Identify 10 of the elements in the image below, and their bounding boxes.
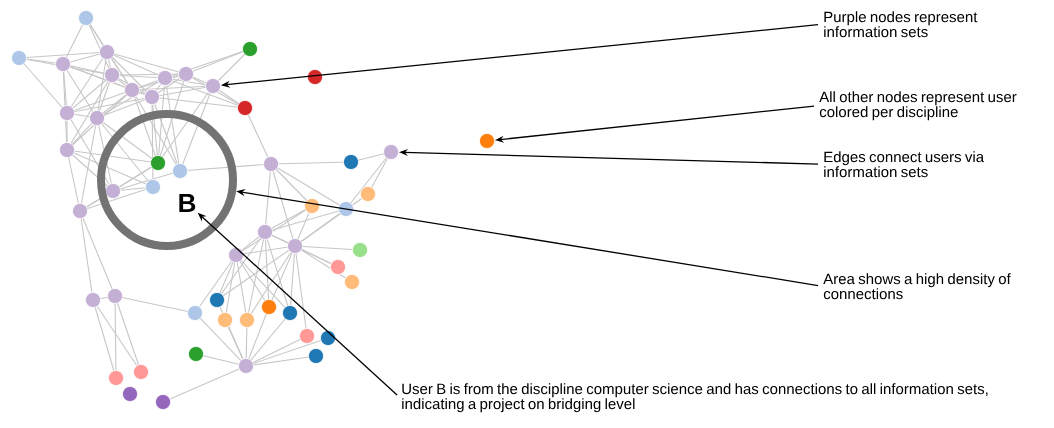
annotation-text: Edges connect users via information sets xyxy=(824,151,985,178)
highlight-ring xyxy=(97,110,237,250)
node-label: B xyxy=(179,194,196,212)
graph-node xyxy=(205,78,221,94)
annotation-text: User B is from the discipline computer science and has connections to all information sets, indicating a project on bridging level xyxy=(402,383,988,413)
annotation-text: Area shows a high density of connections xyxy=(823,273,1011,300)
annotation-text: All other nodes represent user colored per discipline xyxy=(819,91,1017,121)
graph-node xyxy=(383,144,399,160)
graph-node xyxy=(479,133,495,149)
annotation-text: Purple nodes represent information sets xyxy=(824,11,978,38)
